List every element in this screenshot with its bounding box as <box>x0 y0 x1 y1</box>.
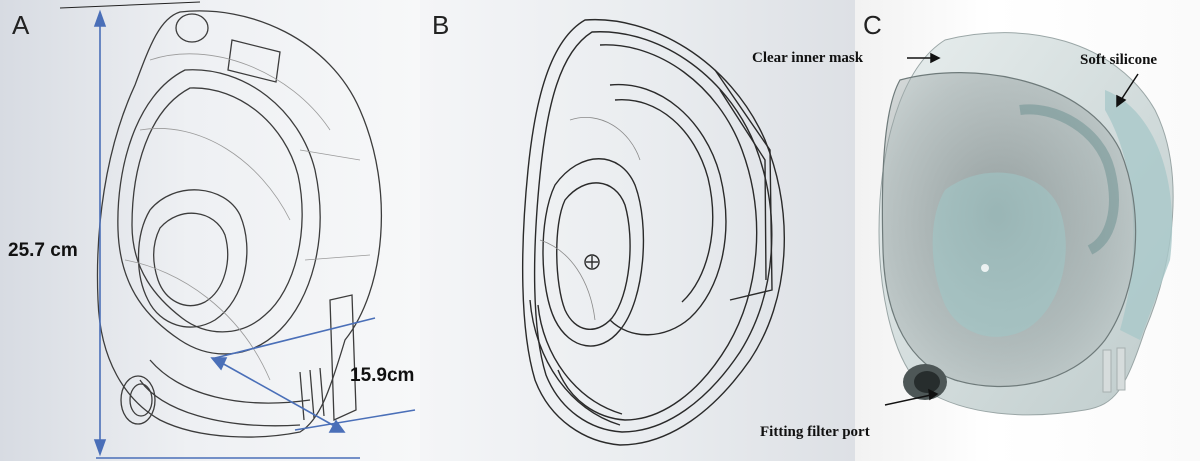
panel-b-letter: B <box>432 10 450 40</box>
soft-silicone-callout: Soft silicone <box>1080 52 1158 68</box>
clear-inner-mask-callout: Clear inner mask <box>752 50 864 66</box>
panel-a: A 25.7 cm 15.9cm <box>0 0 420 461</box>
height-dimension-label: 25.7 cm <box>8 240 78 261</box>
mask-outline-drawing <box>521 18 785 446</box>
panel-c: C <box>855 0 1200 461</box>
panel-c-letter: C <box>863 10 882 40</box>
width-dimension-label: 15.9cm <box>350 365 415 386</box>
panel-a-letter: A <box>12 10 30 40</box>
fitting-filter-port-callout: Fitting filter port <box>760 424 870 440</box>
mask-wireframe-drawing <box>59 1 416 459</box>
panel-b: B <box>420 0 855 461</box>
mask-render <box>878 32 1174 416</box>
